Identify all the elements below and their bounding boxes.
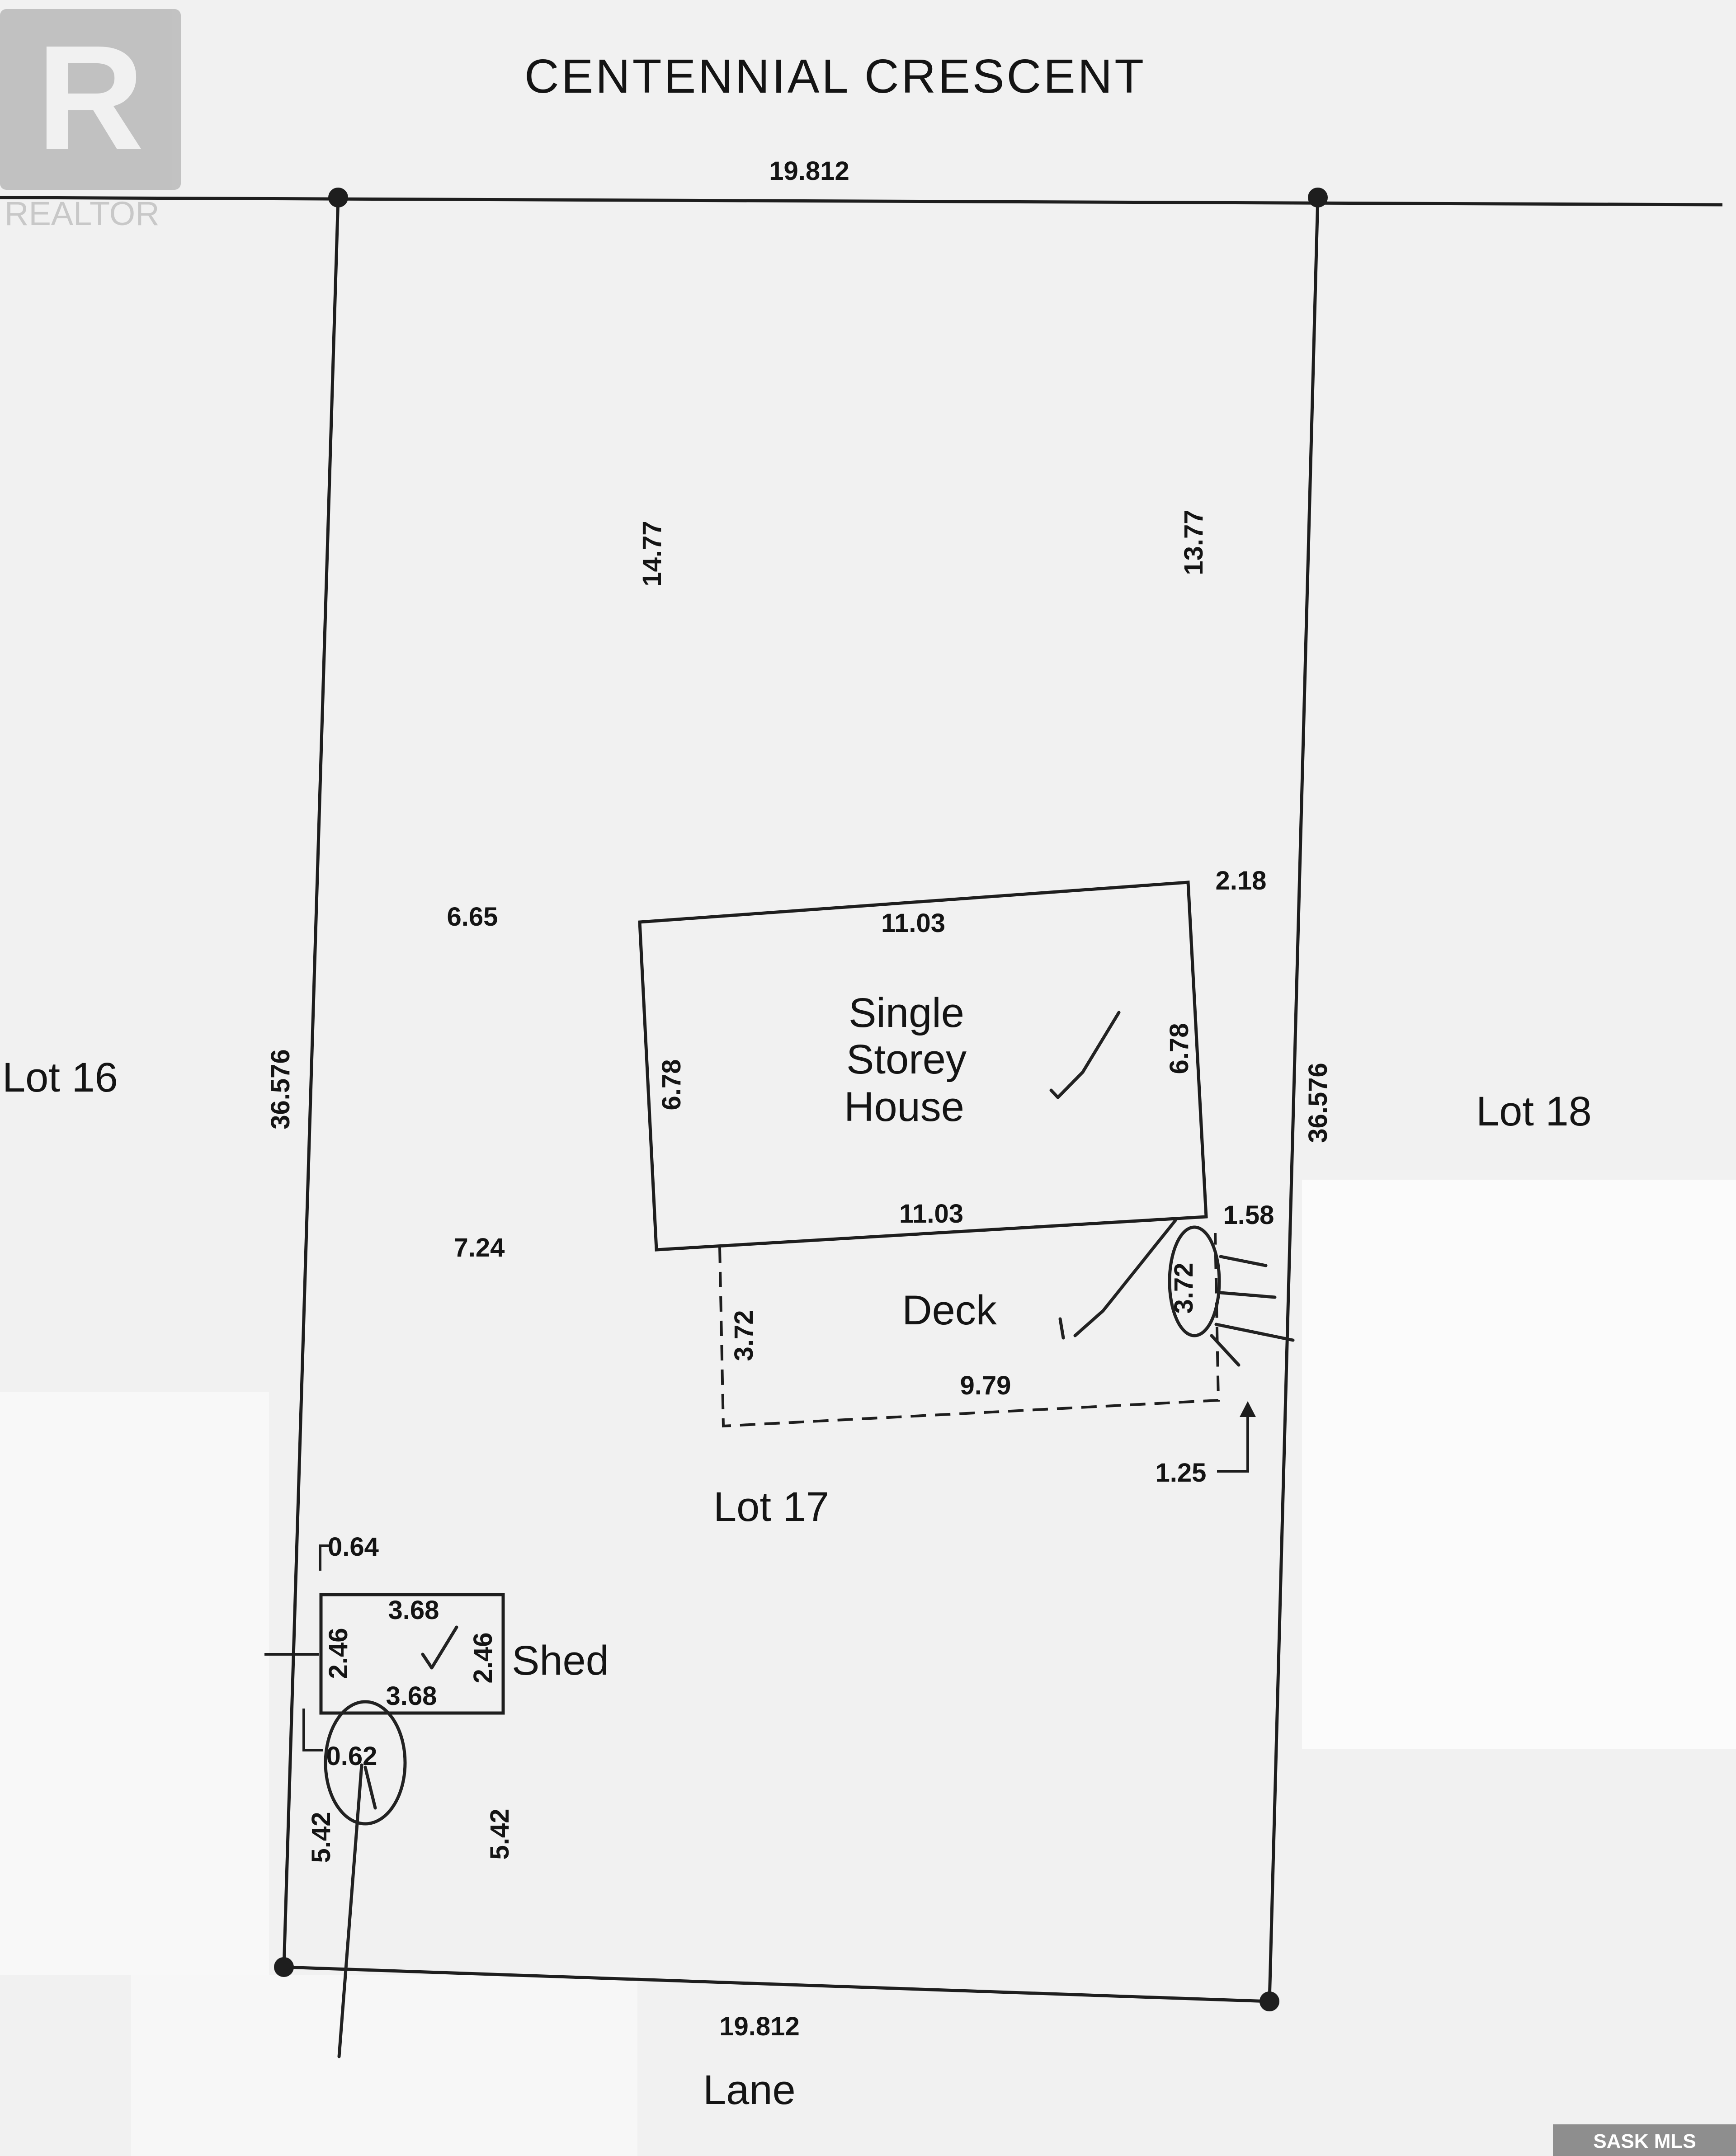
house-label-line3: House (844, 1084, 964, 1130)
lot-label-center: Lot 17 (713, 1484, 829, 1530)
pin-front-left (328, 188, 348, 207)
left-side-length: 36.576 (266, 1049, 295, 1129)
paper-patch-bottom (131, 1975, 637, 2156)
deck-width: 9.79 (960, 1371, 1011, 1400)
house-depth-right: 6.78 (1165, 1023, 1194, 1074)
setback-front-right: 13.77 (1179, 509, 1208, 575)
realtor-logo: R REALTOR (0, 9, 181, 232)
rear-property-line (283, 1965, 1270, 2003)
front-property-line (0, 196, 1723, 207)
front-line-length: 19.812 (769, 156, 849, 186)
setback-shed-bottom: 0.62 (326, 1742, 377, 1771)
rear-line-length: 19.812 (719, 2012, 799, 2041)
setback-shed-rear-left: 5.42 (307, 1812, 336, 1863)
property-boundary (0, 196, 1723, 2003)
handwritten-circle-shed (324, 1700, 407, 1826)
left-property-line (282, 197, 340, 1968)
setback-house-left-top: 6.65 (447, 902, 498, 932)
handwritten-checkmark-shed (421, 1625, 458, 1670)
sask-mls-band (1553, 2124, 1736, 2156)
pin-front-right (1308, 188, 1328, 207)
deck-outline (718, 1233, 1220, 1428)
right-property-line (1268, 196, 1320, 2002)
setback-deck-right: 1.25 (1156, 1458, 1207, 1488)
setback-shed-bottom-leader (302, 1709, 323, 1751)
deck-depth-left: 3.72 (729, 1310, 759, 1361)
setback-shed-top-leader (319, 1544, 329, 1571)
realtor-logo-letter: R (37, 14, 144, 181)
shed-label: Shed (512, 1638, 609, 1684)
paper-patch-left (0, 1392, 269, 1975)
pin-rear-left (274, 1957, 294, 1977)
setback-front-left: 14.77 (637, 521, 667, 586)
survey-pins (274, 188, 1328, 2011)
house-label-line1: Single (849, 990, 964, 1036)
handwritten-tick-deck (1058, 1317, 1065, 1340)
handwritten-circle-deck (1168, 1225, 1221, 1337)
shed-outline (319, 1593, 505, 1715)
pin-rear-right (1260, 1991, 1279, 2011)
setback-shed-rear-right: 5.42 (485, 1809, 514, 1860)
house-footprint (638, 880, 1208, 1252)
setback-house-right-top: 2.18 (1216, 866, 1267, 895)
deck-label: Deck (902, 1287, 997, 1333)
house-width-top: 11.03 (881, 909, 945, 938)
lot-label-left: Lot 16 (2, 1054, 118, 1101)
realtor-logo-mark (0, 9, 181, 190)
shed-width-bottom: 3.68 (386, 1681, 437, 1711)
shed-depth-right: 2.46 (468, 1633, 498, 1684)
sask-mls-wordmark: SASK MLS (1593, 2130, 1696, 2152)
setback-house-left-bottom: 7.24 (454, 1233, 505, 1262)
setback-shed-top: 0.64 (328, 1532, 379, 1562)
handwritten-marks-deck (1210, 1255, 1295, 1367)
house-label-line2: Storey (846, 1036, 967, 1083)
house-depth-left: 6.78 (657, 1059, 686, 1111)
setback-deck-arrowhead (1240, 1401, 1256, 1417)
handwritten-checkmark-deck (1073, 1219, 1177, 1337)
right-side-length: 36.576 (1303, 1063, 1333, 1143)
lot-label-right: Lot 18 (1476, 1088, 1592, 1134)
lane-name: Lane (703, 2067, 796, 2113)
paper-patch-right (1302, 1180, 1736, 1749)
setback-house-right-bottom: 1.58 (1223, 1200, 1274, 1230)
house-width-bottom: 11.03 (899, 1199, 963, 1229)
handwritten-checkmark-house (1049, 1011, 1121, 1099)
deck-depth-right: 3.72 (1169, 1263, 1198, 1314)
shed-width-top: 3.68 (388, 1596, 439, 1625)
shed-depth-left: 2.46 (324, 1628, 353, 1679)
house-outline (638, 880, 1208, 1252)
street-name-top: CENTENNIAL CRESCENT (524, 50, 1146, 103)
setback-deck-leader (1217, 1410, 1249, 1473)
realtor-wordmark: REALTOR (5, 195, 160, 232)
sask-mls-logo: SASK MLS (1553, 2124, 1736, 2156)
handwritten-lines-shed (337, 1763, 377, 2058)
